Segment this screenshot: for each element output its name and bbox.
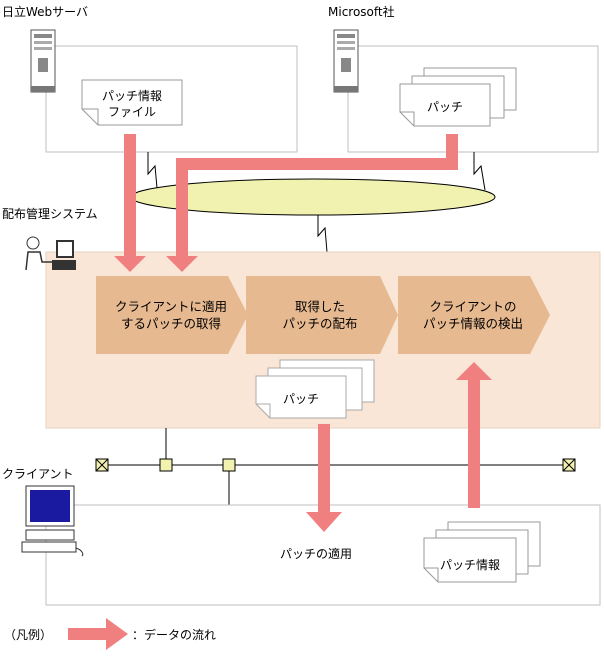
process-step-1-line2: するパッチの取得 [120,316,221,331]
server-icon-microsoft [333,29,359,93]
bus-connector-system [159,458,173,472]
patch-info-file-line1: パッチ情報 [101,89,162,103]
patch-info-file-line2: ファイル [107,105,156,119]
patch-apply-label: パッチの適用 [280,547,353,561]
lightning-system [317,214,328,253]
server-icon-hitachi [30,29,56,93]
process-step-1-line1: クライアントに適用 [114,299,227,314]
process-step-3-line2: パッチ情報の検出 [422,316,523,331]
process-step-2-shape [246,276,398,354]
client-pc-icon [21,485,84,557]
microsoft-label: Microsoft社 [328,5,395,19]
lightning-hitachi [147,152,158,189]
process-step-3-line1: クライアントの [429,299,517,314]
process-step-2-line2: パッチの配布 [282,316,358,331]
client-patch-info-stack [423,521,541,583]
system-patch-label: パッチ [282,392,319,406]
process-step-3: クライアントの パッチ情報の検出 [398,298,548,332]
admin-pc-icon [25,236,76,271]
data-flow-arrows [68,134,492,650]
lightning-microsoft [473,152,486,191]
process-step-1-shape [96,276,248,354]
client-patch-info-label: パッチ情報 [439,558,500,572]
bus-connector-client [222,458,236,472]
microsoft-patch-stack [399,67,517,127]
process-step-3-shape [398,276,550,354]
legend-suffix: ：データの流れ [132,628,217,642]
hitachi-server-label: 日立Webサーバ [2,5,89,19]
microsoft-patch-label: パッチ [426,100,463,114]
legend-prefix: （凡例） [4,628,53,642]
terminator-left [95,458,109,472]
process-step-1: クライアントに適用 するパッチの取得 [96,298,246,332]
process-step-2-line1: 取得した [294,299,345,314]
patch-info-file-doc [81,79,183,126]
system-label: 配布管理システム [2,207,98,221]
client-label: クライアント [2,467,74,481]
process-step-2: 取得した パッチの配布 [246,298,394,332]
system-patch-stack [255,359,375,419]
terminator-right [562,458,576,472]
